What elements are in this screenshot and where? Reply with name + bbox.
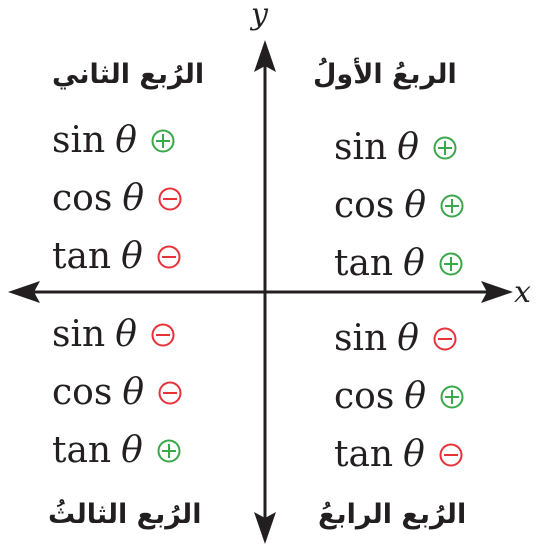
y-axis-up-arrow-icon xyxy=(254,40,276,72)
quadrant-3-title: الرُبع الثالثُ xyxy=(48,499,202,530)
function-name: tan xyxy=(334,242,394,284)
plus-circle-icon xyxy=(440,194,464,217)
function-name: tan xyxy=(52,429,112,471)
minus-circle-icon xyxy=(439,443,463,466)
y-axis-down-arrow-icon xyxy=(254,512,276,544)
function-name: cos xyxy=(52,177,113,219)
quadrant-4-title: الرُبع الرابعُ xyxy=(318,499,467,530)
x-axis-label: x xyxy=(514,275,531,310)
y-axis-label: y xyxy=(251,0,268,32)
plus-circle-icon xyxy=(157,439,181,462)
function-name: sin xyxy=(334,126,388,168)
theta-symbol: θ xyxy=(403,242,425,284)
minus-circle-icon xyxy=(151,323,175,346)
minus-circle-icon xyxy=(433,327,457,350)
theta-symbol: θ xyxy=(403,433,425,475)
theta-symbol: θ xyxy=(404,184,426,226)
theta-symbol: θ xyxy=(397,317,419,359)
function-name: cos xyxy=(52,371,113,413)
theta-symbol: θ xyxy=(121,429,143,471)
function-name: sin xyxy=(52,119,106,161)
theta-symbol: θ xyxy=(115,119,137,161)
minus-circle-icon xyxy=(158,187,182,210)
theta-symbol: θ xyxy=(404,375,426,417)
function-name: cos xyxy=(334,184,395,226)
plus-circle-icon xyxy=(151,129,175,152)
plus-circle-icon xyxy=(440,385,464,408)
function-name: tan xyxy=(52,235,112,277)
quadrant-1-title: الربعُ الأولُ xyxy=(313,59,457,90)
plus-circle-icon xyxy=(439,252,463,275)
function-name: tan xyxy=(334,433,394,475)
function-name: sin xyxy=(52,313,106,355)
x-axis-right-arrow-icon xyxy=(481,281,513,303)
minus-circle-icon xyxy=(158,381,182,404)
quadrant-2-title: الرُبع الثاني xyxy=(52,59,205,90)
x-axis-left-arrow-icon xyxy=(8,281,40,303)
theta-symbol: θ xyxy=(122,177,144,219)
theta-symbol: θ xyxy=(397,126,419,168)
function-name: sin xyxy=(334,317,388,359)
plus-circle-icon xyxy=(433,136,457,159)
theta-symbol: θ xyxy=(115,313,137,355)
theta-symbol: θ xyxy=(121,235,143,277)
theta-symbol: θ xyxy=(122,371,144,413)
function-name: cos xyxy=(334,375,395,417)
minus-circle-icon xyxy=(157,245,181,268)
